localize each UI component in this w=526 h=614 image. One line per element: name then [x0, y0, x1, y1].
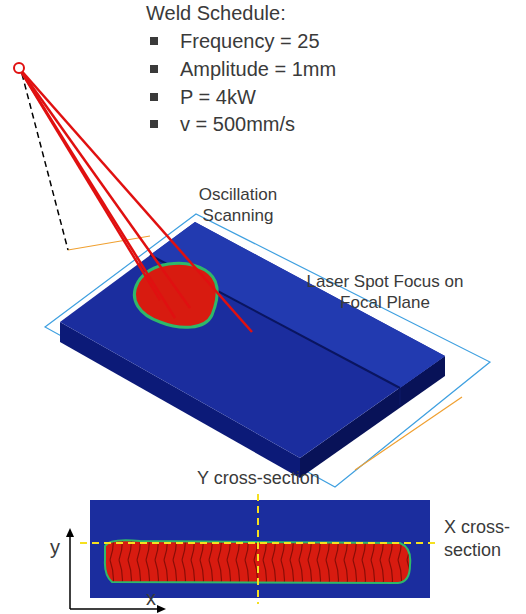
arrowhead: [66, 528, 74, 537]
axis: [69, 534, 71, 609]
parameter: Amplitude = 1mm: [180, 57, 336, 82]
ridge-edge: [399, 388, 401, 405]
section-label: X cross-section: [444, 516, 524, 561]
laser-beam: [19, 68, 190, 308]
parameter: Frequency = 25: [180, 29, 320, 54]
section-plate: [90, 500, 430, 598]
section-line: [80, 542, 440, 544]
axis-label: y: [50, 535, 60, 560]
parameter: v = 500mm/s: [180, 112, 295, 137]
arrowhead: [157, 605, 166, 613]
annotation: Oscillation Scanning: [183, 184, 293, 227]
bullet: [150, 93, 158, 101]
bullet: [150, 120, 158, 128]
axis-label: x: [146, 586, 156, 611]
bullet: [150, 65, 158, 73]
laser-beam: [19, 68, 160, 300]
bullet: [150, 37, 158, 45]
heading: Weld Schedule:: [146, 1, 286, 26]
parameter: P = 4kW: [180, 85, 256, 110]
annotation: Laser Spot Focus on Focal Plane: [295, 271, 475, 314]
projection-line: [68, 236, 150, 250]
section-label: Y cross-section: [197, 467, 320, 490]
laser-beam: [19, 68, 175, 318]
laser-source: [14, 63, 24, 73]
dashed-line: [22, 74, 68, 250]
plate-top: [60, 222, 445, 458]
focal-plane: [45, 214, 490, 487]
section-line: [257, 494, 259, 604]
